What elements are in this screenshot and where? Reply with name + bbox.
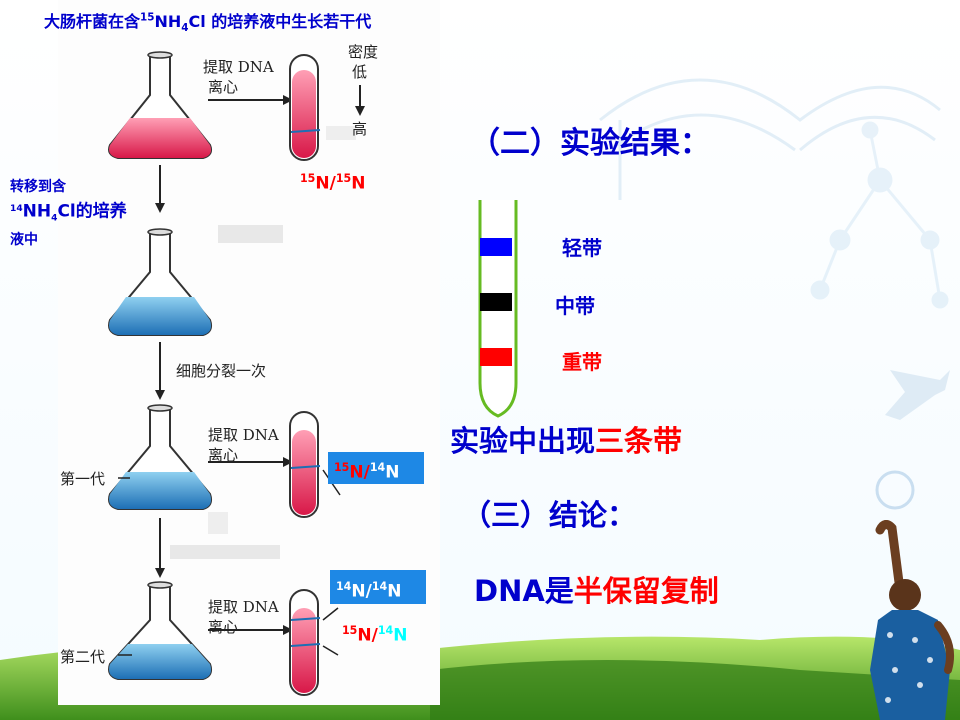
three-bands-statement: 实验中出现三条带: [450, 424, 683, 458]
density-label: 密度: [348, 43, 378, 61]
middle-band-mark: [480, 293, 512, 311]
light-band-label: 轻带: [562, 236, 602, 260]
tube-3: [289, 589, 321, 696]
tube-label-14n-14n: 14N/14N: [330, 570, 426, 604]
transfer-label: 转移到含 14NH4Cl的培养 液中: [10, 179, 127, 249]
tube-label-15n-14n-gen2: 15N/14N: [342, 624, 408, 646]
extract-dna-label-3: 提取 DNA: [208, 598, 279, 616]
extract-dna-label-2: 提取 DNA: [208, 426, 279, 444]
light-band-mark: [480, 238, 512, 256]
tube-2: [289, 411, 321, 518]
tube-label-15n-15n: 15N/15N: [300, 172, 366, 194]
centrifuge-label-2: 离心: [208, 446, 238, 464]
extract-dna-label-1: 提取 DNA: [203, 58, 274, 76]
conclusion-heading: （三）结论：: [462, 498, 637, 532]
generation-1-label: 第一代: [60, 470, 105, 488]
result-tube: [478, 200, 518, 418]
results-heading: （二）实验结果：: [470, 126, 710, 161]
generation-2-label: 第二代: [60, 648, 105, 666]
boy-illustration: [870, 520, 954, 720]
conclusion-statement: DNA是半保留复制: [474, 574, 719, 608]
heavy-band-label: 重带: [562, 350, 602, 374]
top-title: 大肠杆菌在含15NH4Cl 的培养液中生长若干代: [44, 11, 372, 35]
flask-2: [108, 228, 213, 336]
heavy-band-mark: [480, 348, 512, 366]
density-high-label: 高: [352, 120, 367, 138]
divide-once-label: 细胞分裂一次: [176, 362, 266, 380]
flask-1: [108, 51, 213, 159]
tube-1: [289, 54, 321, 161]
density-low-label: 低: [352, 63, 367, 81]
centrifuge-label-3: 离心: [208, 618, 238, 636]
flask-4: [108, 581, 213, 680]
middle-band-label: 中带: [555, 294, 595, 318]
tube-label-15n-14n-gen1: 15N/14N: [328, 452, 424, 484]
flask-3: [108, 404, 213, 510]
centrifuge-label-1: 离心: [208, 78, 238, 96]
